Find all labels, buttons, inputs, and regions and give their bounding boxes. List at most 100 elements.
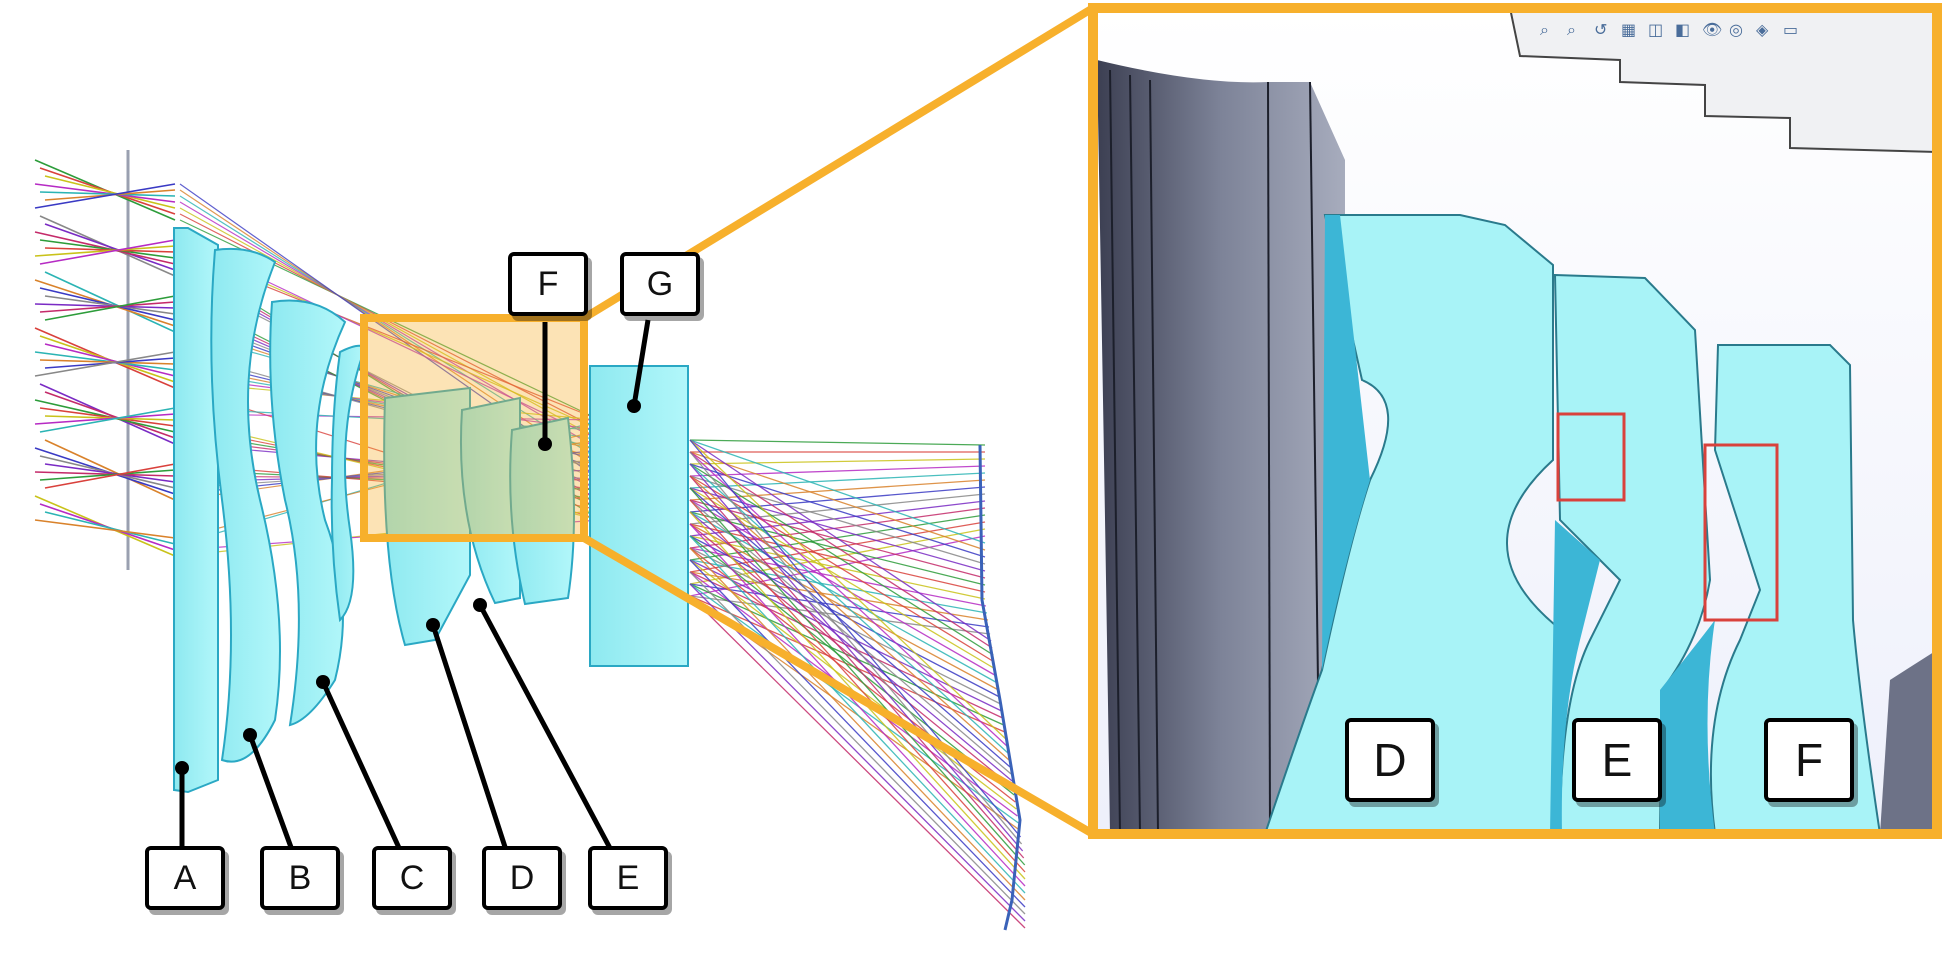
outgoing-ray xyxy=(689,472,986,489)
incoming-ray xyxy=(44,295,176,321)
outgoing-ray xyxy=(689,523,1014,789)
previous-view-icon[interactable]: ↺ xyxy=(1594,20,1608,39)
incoming-ray xyxy=(44,391,176,439)
apply-scene-icon[interactable]: ◈ xyxy=(1756,20,1769,39)
outgoing-ray xyxy=(689,583,1026,922)
zoom-callout-d: D xyxy=(1345,718,1435,802)
outgoing-ray xyxy=(689,559,1026,908)
outgoing-ray xyxy=(689,487,1026,866)
outgoing-ray xyxy=(689,439,986,446)
incoming-ray xyxy=(34,413,176,425)
outgoing-ray xyxy=(689,451,1023,845)
outgoing-ray xyxy=(689,595,1026,929)
lens-e xyxy=(459,396,521,605)
incoming-ray xyxy=(34,303,176,309)
zoom-lens-e-shadow xyxy=(1550,520,1600,834)
incoming-ray xyxy=(44,463,176,489)
outgoing-ray xyxy=(689,475,1025,859)
view-orientation-icon[interactable]: ◫ xyxy=(1648,20,1664,39)
zoom-lens-f-shadow xyxy=(1660,620,1715,834)
incoming-ray xyxy=(39,301,176,313)
leader-lines xyxy=(179,319,651,852)
incoming-ray xyxy=(39,239,176,259)
zoom-frame xyxy=(1088,3,1942,839)
incoming-ray xyxy=(34,183,176,203)
outgoing-ray xyxy=(689,451,986,551)
outgoing-ray xyxy=(689,439,1007,740)
outgoing-ray xyxy=(689,487,986,572)
internal-ray xyxy=(179,207,601,441)
callout-f: F xyxy=(508,252,588,316)
incoming-ray xyxy=(39,191,176,197)
outgoing-ray xyxy=(689,523,1026,887)
outgoing-ray xyxy=(689,511,986,586)
lens-f xyxy=(509,416,575,606)
barrel-right xyxy=(1880,650,1937,834)
incoming-ray xyxy=(44,295,176,315)
incoming-ray xyxy=(39,469,176,481)
incoming-ray xyxy=(39,407,176,427)
section-view-icon[interactable]: ▦ xyxy=(1621,20,1637,39)
callout-e: E xyxy=(588,846,668,910)
outgoing-rays xyxy=(689,439,1026,929)
outgoing-ray xyxy=(689,547,1026,901)
outgoing-ray xyxy=(689,463,1009,754)
display-style-icon[interactable]: ◧ xyxy=(1675,20,1691,39)
outgoing-ray xyxy=(689,463,1024,852)
edit-appearance-icon[interactable]: ◎ xyxy=(1729,20,1743,39)
outgoing-ray xyxy=(689,535,986,600)
outgoing-ray xyxy=(689,547,987,607)
incoming-ray xyxy=(44,511,176,545)
incoming-ray xyxy=(34,351,176,377)
incoming-ray xyxy=(44,223,176,271)
left-view xyxy=(34,150,1026,931)
outgoing-ray xyxy=(689,535,1000,698)
incoming-ray xyxy=(44,439,176,501)
lens-g xyxy=(589,365,689,667)
zoom-area-icon[interactable]: ⌕ xyxy=(1567,20,1576,39)
outgoing-ray xyxy=(689,487,1011,768)
outgoing-ray xyxy=(689,511,1013,782)
lens-d xyxy=(383,386,471,647)
view-toolbar: ⌕ ⌕ ↺ ▦ ◫ ◧ 👁 ◎ ◈ ▭ xyxy=(1540,16,1801,42)
view-settings-icon[interactable]: ▭ xyxy=(1783,20,1799,39)
zoom-callout-e: E xyxy=(1572,718,1662,802)
hide-show-icon[interactable]: 👁 xyxy=(1702,20,1723,39)
outgoing-ray xyxy=(689,559,988,614)
outgoing-ray xyxy=(689,499,1026,873)
image-plane xyxy=(978,444,1022,931)
outgoing-ray xyxy=(689,511,998,684)
outgoing-ray xyxy=(689,499,997,677)
lens-b xyxy=(210,247,281,763)
outgoing-ray xyxy=(689,463,994,656)
outgoing-ray xyxy=(689,487,996,670)
defect-box-1 xyxy=(1556,412,1626,502)
outgoing-ray xyxy=(689,535,1026,894)
defect-box-2 xyxy=(1703,443,1779,622)
incoming-ray xyxy=(44,343,176,377)
outgoing-ray xyxy=(689,465,986,477)
lens-c xyxy=(269,299,347,727)
incoming-ray xyxy=(34,245,176,257)
outgoing-ray xyxy=(689,523,999,691)
zoom-view xyxy=(1088,3,1942,839)
outgoing-ray xyxy=(689,571,989,621)
outgoing-ray xyxy=(689,439,992,642)
zoom-fit-icon[interactable]: ⌕ xyxy=(1540,20,1549,39)
outgoing-ray xyxy=(689,475,986,565)
zoom-lens-d xyxy=(1263,214,1556,835)
internal-ray xyxy=(179,201,601,451)
incoming-ray xyxy=(34,471,176,477)
outgoing-ray xyxy=(689,439,986,544)
outgoing-ray xyxy=(689,458,986,465)
lens-barrel xyxy=(1097,60,1345,834)
incoming-ray xyxy=(39,407,176,433)
outgoing-ray xyxy=(689,595,991,635)
internal-ray xyxy=(179,189,601,471)
callout-a: A xyxy=(145,846,225,910)
outgoing-ray xyxy=(689,451,1008,747)
callout-g: G xyxy=(620,252,700,316)
incoming-ray xyxy=(34,351,176,371)
incoming-ray xyxy=(44,271,176,333)
